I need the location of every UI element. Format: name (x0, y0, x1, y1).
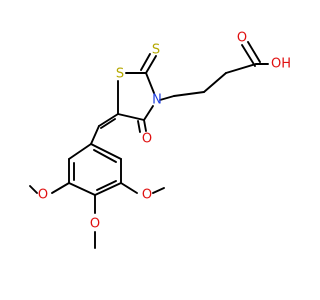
sulfur-thione-label: S (152, 43, 160, 58)
bond-c4-o-double-b (137, 120, 141, 133)
atom-labels: O OH S S N O O O O (38, 31, 291, 232)
bond-c4-o-double-a (143, 119, 147, 132)
bonds (29, 41, 269, 249)
bond-c2-s-double-b (140, 53, 151, 71)
bond-carboxyl-c-o-double-a (241, 44, 256, 67)
oxygen-methoxy-bottom-label: O (90, 217, 100, 232)
bond-ar-inner-b (96, 180, 117, 191)
bond-ar-c6-c1 (90, 143, 122, 160)
bond-c5-ch-double (100, 118, 116, 129)
bond-ar-o-right (120, 182, 138, 194)
sulfur-ring-label: S (116, 67, 124, 82)
bond-c4-n (143, 105, 154, 121)
bond-n-c2 (145, 72, 155, 94)
bond-o-right-ch3 (152, 187, 165, 194)
molecule-structure: O OH S S N O O O O (29, 31, 291, 249)
bond-chain-c3-c4 (173, 91, 205, 97)
bond-chain-c4-n (159, 95, 175, 101)
bond-ar-c3-c4 (68, 182, 96, 196)
bond-ch-aryl (90, 125, 100, 145)
oxygen-carbonyl-label: O (142, 132, 152, 147)
oxygen-acid-double-label: O (237, 31, 247, 46)
oxygen-methoxy-left-label: O (38, 188, 48, 203)
bond-c5-ch (98, 113, 119, 127)
bond-c5-c4 (117, 113, 145, 121)
oxygen-methoxy-right-label: O (142, 188, 152, 203)
bond-ar-c1-c2 (68, 143, 92, 160)
bond-ar-o-left (51, 182, 70, 194)
bond-ar-inner-c (93, 149, 117, 163)
bond-c2-s-double-a (145, 55, 157, 74)
bond-chain-c2-c3 (203, 72, 227, 93)
bond-o-left-ch3 (29, 185, 38, 194)
oxygen-acid-hydroxyl-label: OH (271, 57, 291, 72)
bond-carboxyl-c-o-double-b (247, 41, 261, 63)
bond-ar-c4-c5 (94, 182, 122, 196)
bond-chain-c1-c2 (225, 63, 257, 74)
nitrogen-label: N (152, 93, 162, 108)
